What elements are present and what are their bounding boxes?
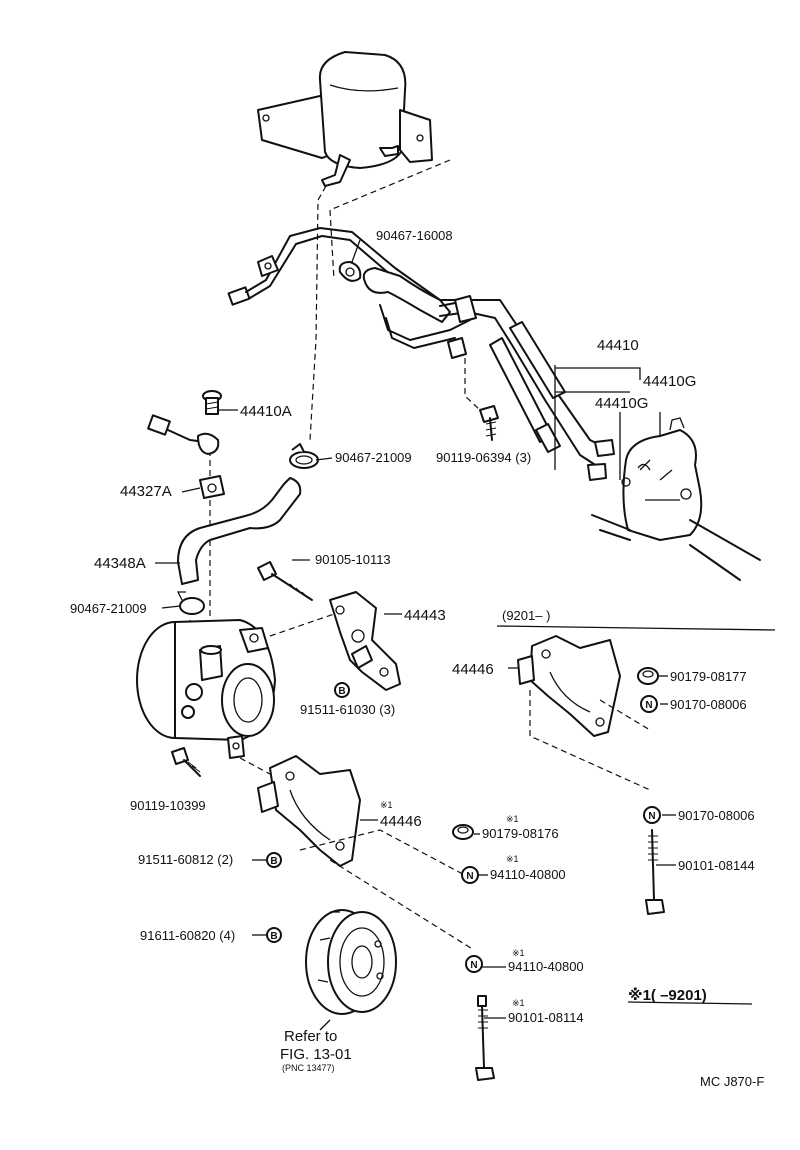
suction-hose-44348A bbox=[177, 477, 302, 585]
pump-pulley bbox=[305, 909, 397, 1015]
note-mark-44446-a: ※1 bbox=[380, 800, 393, 810]
label-90467-16008: 90467-16008 bbox=[376, 228, 453, 243]
steering-gear-lines bbox=[379, 295, 615, 481]
nut-mark-90170-08006-a: N bbox=[640, 695, 658, 713]
clamp-90467-21009-left bbox=[176, 591, 205, 615]
label-44443: 44443 bbox=[404, 607, 446, 624]
return-hose bbox=[338, 261, 451, 323]
label-90101-08144: 90101-08144 bbox=[678, 858, 755, 873]
svg-text:N: N bbox=[645, 700, 652, 711]
label-44410G-a: 44410G bbox=[643, 373, 696, 390]
nut-90179-08176 bbox=[452, 824, 474, 840]
bolt-mark-91511-60812: B bbox=[266, 852, 282, 868]
note-mark-94110-40800-b: ※1 bbox=[512, 948, 525, 958]
label-91511-61030: 91511-61030 (3) bbox=[300, 702, 395, 717]
label-44410: 44410 bbox=[597, 337, 639, 354]
label-90179-08176: 90179-08176 bbox=[482, 826, 559, 841]
ref-line-reservoir-left bbox=[309, 185, 327, 441]
svg-text:B: B bbox=[270, 856, 277, 867]
bracket-44443 bbox=[329, 591, 401, 691]
bracket-44446-lower bbox=[257, 755, 361, 867]
ref-line-44446-nut bbox=[299, 829, 475, 881]
bracket-44446-upper bbox=[517, 635, 621, 737]
note-mark-90179-08176: ※1 bbox=[506, 814, 519, 824]
label-44446-a: 44446 bbox=[380, 813, 422, 830]
pressure-hose-assembly bbox=[147, 227, 463, 455]
label-90467-21009-left: 90467-21009 bbox=[70, 601, 147, 616]
ref-line-upper-bracket-nut bbox=[529, 690, 651, 791]
label-94110-40800-b: 94110-40800 bbox=[508, 959, 584, 974]
label-44446-b: 44446 bbox=[452, 661, 494, 678]
ref-line-44446-nut-lower bbox=[329, 859, 475, 951]
label-44348A: 44348A bbox=[94, 555, 146, 572]
svg-text:N: N bbox=[648, 811, 655, 822]
label-90105-10113: 90105-10113 bbox=[315, 552, 391, 567]
label-90179-08177: 90179-08177 bbox=[670, 669, 747, 684]
ref-line-bracket-lower bbox=[239, 757, 341, 811]
label-90170-08006-a: 90170-08006 bbox=[670, 697, 747, 712]
steering-gear-housing bbox=[591, 417, 761, 581]
bolt-mark-91511-61030: B bbox=[334, 682, 350, 698]
bolt-90101-08144 bbox=[645, 829, 665, 915]
note-mark-94110-40800-a: ※1 bbox=[506, 854, 519, 864]
nut-mark-94110-40800-b: N bbox=[465, 955, 483, 973]
label-94110-40800-a: 94110-40800 bbox=[490, 867, 566, 882]
clamp-90467-21009-top bbox=[289, 443, 319, 469]
legend-note: ※1( –9201) bbox=[628, 986, 707, 1004]
label-44327A: 44327A bbox=[120, 483, 172, 500]
power-steering-pump bbox=[136, 619, 276, 759]
date-range-right: (9201– ) bbox=[502, 608, 550, 623]
section-divider bbox=[496, 625, 776, 631]
refer-line-2: FIG. 13-01 bbox=[280, 1046, 352, 1063]
label-90119-06394: 90119-06394 (3) bbox=[436, 450, 531, 465]
label-44410A: 44410A bbox=[240, 403, 292, 420]
label-91611-60820: 91611-60820 (4) bbox=[140, 928, 235, 943]
svg-text:B: B bbox=[270, 931, 277, 942]
part-number-labels: 90467-16008 44410 44410G 44410G 44410A 9… bbox=[70, 228, 764, 1089]
label-90119-10399: 90119-10399 bbox=[130, 798, 206, 813]
label-91511-60812: 91511-60812 (2) bbox=[138, 852, 233, 867]
gasket-44327A bbox=[199, 475, 225, 499]
leader-lines bbox=[155, 239, 753, 1031]
bolt-mark-91611-60820: B bbox=[266, 927, 282, 943]
figure-code: MC J870-F bbox=[700, 1074, 764, 1089]
bolt-90119-06394 bbox=[479, 405, 499, 441]
bolt-90119-10399 bbox=[171, 747, 201, 777]
ref-line-reservoir-right bbox=[329, 159, 451, 281]
ref-line-bracket-upper bbox=[269, 611, 341, 637]
svg-text:B: B bbox=[338, 686, 345, 697]
union-bolt-44410A bbox=[202, 390, 222, 415]
bolt-90101-08114 bbox=[475, 995, 495, 1081]
ref-line-bolt-06394 bbox=[464, 358, 481, 411]
svg-text:N: N bbox=[470, 960, 477, 971]
label-90467-21009-top: 90467-21009 bbox=[335, 450, 412, 465]
nut-90179-08177 bbox=[637, 667, 659, 685]
bolt-90105-10113 bbox=[257, 561, 313, 601]
label-90101-08114: 90101-08114 bbox=[508, 1010, 584, 1025]
nut-mark-90170-08006-b: N bbox=[643, 806, 661, 824]
nut-mark-94110-40800-a: N bbox=[461, 866, 479, 884]
svg-text:N: N bbox=[466, 871, 473, 882]
note-mark-90101-08114: ※1 bbox=[512, 998, 525, 1008]
label-90170-08006-b: 90170-08006 bbox=[678, 808, 755, 823]
refer-line-3: (PNC 13477) bbox=[282, 1063, 335, 1073]
reservoir-tank bbox=[257, 51, 433, 187]
label-44410G-b: 44410G bbox=[595, 395, 648, 412]
refer-line-1: Refer to bbox=[284, 1028, 337, 1045]
